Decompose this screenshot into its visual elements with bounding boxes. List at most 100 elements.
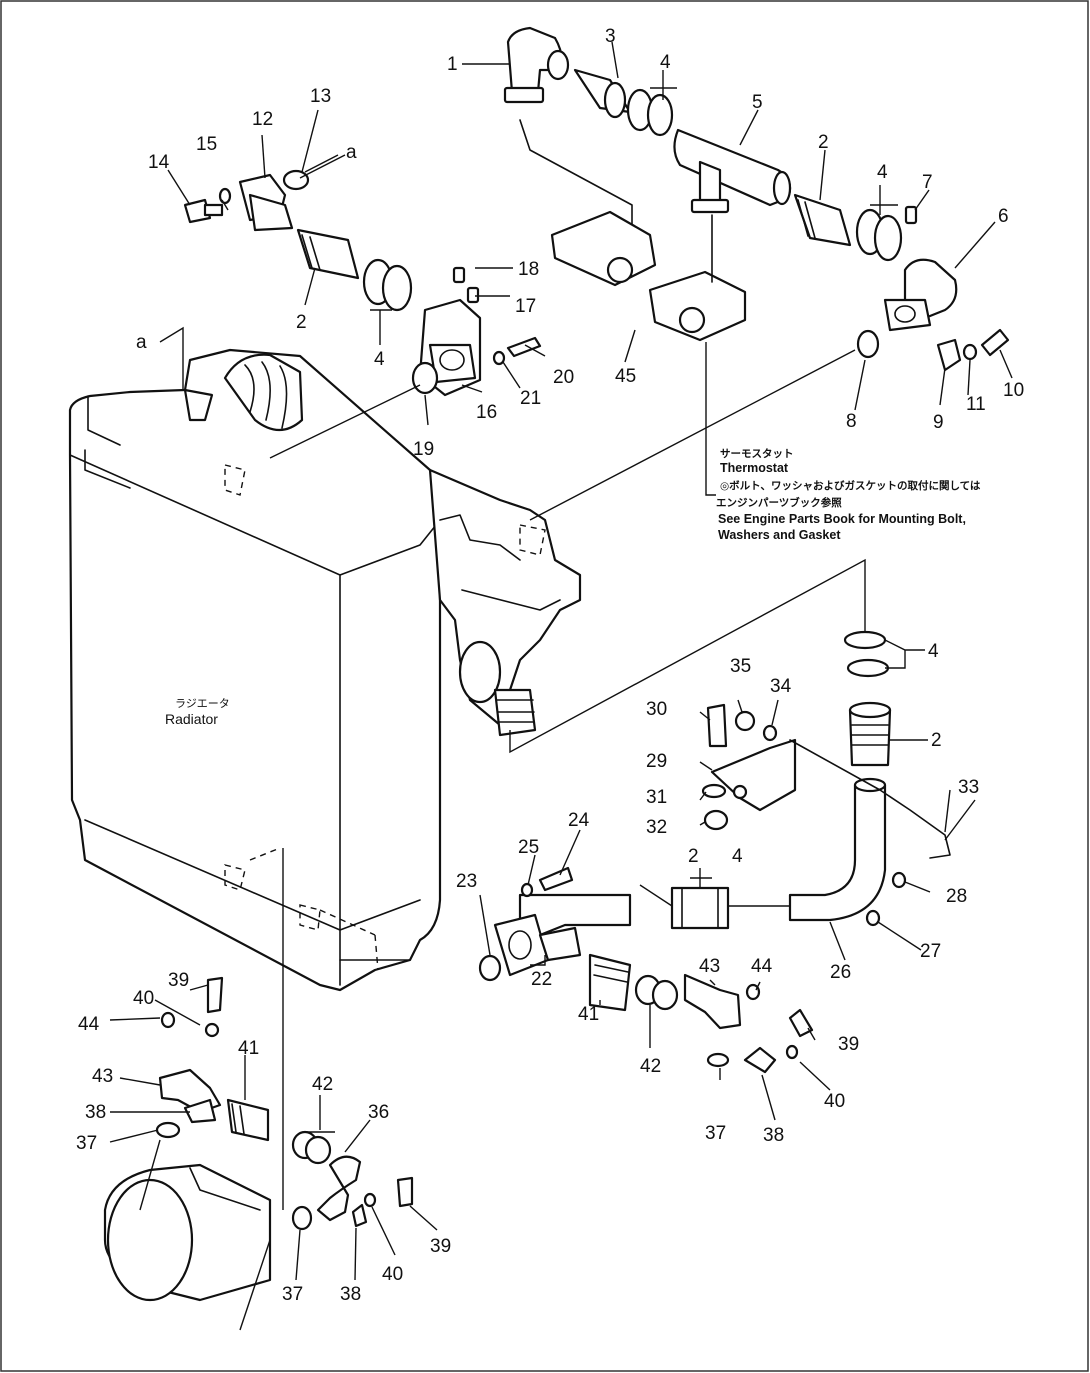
nut-32 xyxy=(703,809,729,831)
washer-40-center xyxy=(785,1044,799,1060)
bracket-38-center xyxy=(743,1046,777,1074)
washer-11 xyxy=(962,343,978,361)
callout-18: 18 xyxy=(518,259,539,280)
callout-4: 4 xyxy=(732,846,743,867)
bolt-14 xyxy=(183,198,212,224)
callout-25: 25 xyxy=(518,837,539,858)
radiator-label-jp: ラジエータ xyxy=(175,697,230,710)
callout-23: 23 xyxy=(456,871,477,892)
thermostat-housing-right xyxy=(648,270,747,342)
clamp-4b xyxy=(646,93,674,137)
callout-39: 39 xyxy=(430,1236,451,1257)
note-en-title: Thermostat xyxy=(720,461,789,475)
callout-2: 2 xyxy=(688,846,699,867)
callout-31: 31 xyxy=(646,787,667,808)
gasket-8 xyxy=(856,329,880,359)
elbow-6-flange xyxy=(883,298,932,332)
callout-44: 44 xyxy=(78,1014,100,1035)
thermostat-note: サーモスタット Thermostat ◎ボルト、ワッシャおよびガスケットの取付に… xyxy=(716,448,981,542)
callout-44: 44 xyxy=(751,956,773,977)
callout-37: 37 xyxy=(282,1284,303,1305)
callout-15: 15 xyxy=(196,134,217,155)
washer-25 xyxy=(520,882,534,898)
engine-outlet-block xyxy=(428,468,582,727)
clamp-4-lower-b xyxy=(846,658,890,678)
callout-4: 4 xyxy=(877,162,888,183)
o-ring-19 xyxy=(411,361,439,395)
elbow-1-flange xyxy=(503,86,545,104)
hose-2-vertical xyxy=(848,708,892,767)
callout-17: 17 xyxy=(515,296,536,317)
clamp-42-left-b xyxy=(304,1135,332,1165)
callout-2: 2 xyxy=(818,132,829,153)
callout-22: 22 xyxy=(531,969,552,990)
callout-39: 39 xyxy=(168,970,189,991)
callout-41: 41 xyxy=(578,1004,599,1025)
callout-7: 7 xyxy=(922,172,933,193)
bolt-30 xyxy=(706,703,728,748)
callout-34: 34 xyxy=(770,676,792,697)
callout-37: 37 xyxy=(76,1133,97,1154)
lower-pipe-assembly xyxy=(478,630,951,1074)
bolt-39-left xyxy=(206,976,224,1014)
callout-9: 9 xyxy=(933,412,944,433)
gasket-23 xyxy=(478,954,502,982)
callout-19: 19 xyxy=(413,439,434,460)
gasket-37-left xyxy=(155,1121,181,1139)
callout-24: 24 xyxy=(568,810,590,831)
callout-42: 42 xyxy=(640,1056,661,1077)
radiator-filler xyxy=(183,388,214,422)
callout-4: 4 xyxy=(660,52,671,73)
callout-28: 28 xyxy=(946,886,967,907)
leader-lines xyxy=(109,41,1013,1331)
callout-43: 43 xyxy=(92,1066,113,1087)
hose-2-upper-left xyxy=(296,228,360,280)
callout-2: 2 xyxy=(296,312,307,333)
callout-14: 14 xyxy=(148,152,170,173)
hose-33 xyxy=(789,739,951,859)
callout-8: 8 xyxy=(846,411,857,432)
note-en-line2: Washers and Gasket xyxy=(718,528,841,542)
bolt-10 xyxy=(980,328,1010,357)
clamp-4d xyxy=(873,214,903,262)
callout-6: 6 xyxy=(998,206,1009,227)
upper-left-assembly xyxy=(183,169,542,397)
callout-a: a xyxy=(136,332,147,353)
o-ring-13 xyxy=(282,169,310,191)
outlet-flange xyxy=(458,640,502,704)
hose-36 xyxy=(316,1155,362,1222)
callout-38: 38 xyxy=(85,1102,106,1123)
callout-36: 36 xyxy=(368,1102,389,1123)
bracket-38-left xyxy=(183,1098,217,1124)
lower-left-assembly xyxy=(103,976,414,1302)
radiator-label-en: Radiator xyxy=(165,711,218,727)
callout-42: 42 xyxy=(312,1074,333,1095)
washer-31 xyxy=(701,783,727,799)
bolt-39-lower xyxy=(396,1176,414,1208)
note-jp-line2: エンジンパーツブック参照 xyxy=(716,496,842,509)
plug-18 xyxy=(452,266,466,284)
callout-5: 5 xyxy=(752,92,763,113)
nut-35 xyxy=(734,710,756,732)
callout-26: 26 xyxy=(830,962,851,983)
gasket-37-center xyxy=(706,1052,730,1068)
callout-20: 20 xyxy=(553,367,574,388)
bracket-29 xyxy=(710,738,797,812)
plug-28 xyxy=(891,871,907,889)
callout-4: 4 xyxy=(928,641,939,662)
plug-17 xyxy=(466,286,480,304)
callout-11: 11 xyxy=(966,394,986,415)
callout-3: 3 xyxy=(605,26,616,47)
radiator: ラジエータ Radiator xyxy=(68,348,582,992)
callout-32: 32 xyxy=(646,817,667,838)
callout-33: 33 xyxy=(958,777,979,798)
gasket-37-lower xyxy=(291,1205,313,1231)
hose-2-horizontal xyxy=(670,886,730,930)
elbow-43-center xyxy=(683,973,742,1030)
callout-40: 40 xyxy=(382,1264,403,1285)
tee-pipe-5 xyxy=(673,128,792,207)
clamp-4-lower-a xyxy=(843,630,887,650)
bracket-9 xyxy=(936,338,962,372)
